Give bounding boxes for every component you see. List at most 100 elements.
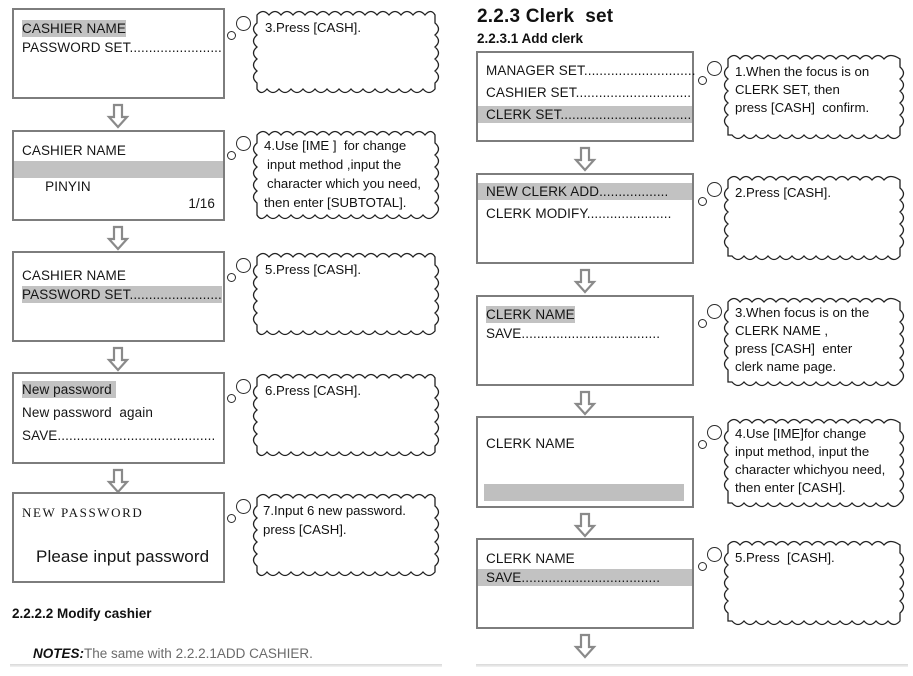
flow-arrow-down-icon <box>105 346 131 372</box>
callout-text-line: 3.When focus is on the <box>735 305 870 320</box>
page-title: 2.2.3 Clerk set <box>477 6 614 27</box>
lcd-screen-cashier-name-password-set: CASHIER NAME PASSWORD SET...............… <box>12 8 225 99</box>
callout-bubble-icon <box>723 418 905 508</box>
lcd-line: PASSWORD SET........................ <box>22 40 222 55</box>
callout-text-line: 2.Press [CASH]. <box>735 185 832 200</box>
lcd-screen-clerk-name-save-focused: CLERK NAME SAVE.........................… <box>476 538 694 629</box>
callout-pointer-dot-large <box>707 61 722 76</box>
callout-text-line: 1.When the focus is on <box>735 64 870 79</box>
callout-pointer-dot-small <box>698 440 707 449</box>
callout-text-line: 4.Use [IME]for change <box>735 426 867 441</box>
lcd-screen-manager-cashier-clerk-set: MANAGER SET.............................… <box>476 51 696 142</box>
callout-text-line: input method ,input the <box>267 157 402 172</box>
lcd-line: CLERK NAME <box>486 306 575 323</box>
lcd-line: NEW PASSWORD <box>22 505 144 520</box>
flow-arrow-down-icon <box>572 268 598 294</box>
flow-arrow-down-icon <box>572 146 598 172</box>
callout-text-line: CLERK NAME , <box>735 323 829 338</box>
callout-pointer-dot-small <box>698 76 707 85</box>
flow-arrow-down-icon <box>572 512 598 538</box>
callout-bubble-icon <box>723 297 905 387</box>
callout-step-3-right: 3.When focus is on the CLERK NAME , pres… <box>723 296 905 388</box>
lcd-line: PASSWORD SET........................ <box>22 286 222 303</box>
callout-pointer-dot-large <box>236 379 251 394</box>
lcd-line: SAVE....................................… <box>22 428 216 443</box>
callout-pointer-dot-large <box>236 136 251 151</box>
callout-pointer-dot-small <box>227 273 236 282</box>
callout-bubble-icon <box>723 175 905 261</box>
callout-text-line: 7.Input 6 new password. <box>263 503 406 518</box>
page-subtitle: 2.2.3.1 Add clerk <box>477 31 584 46</box>
lcd-line: CASHIER NAME <box>22 20 126 37</box>
lcd-line: MANAGER SET............................. <box>486 63 696 78</box>
callout-text-line: 6.Press [CASH]. <box>265 383 362 398</box>
callout-pointer-dot-large <box>236 258 251 273</box>
callout-bubble-icon <box>252 493 440 577</box>
callout-step-5: 5.Press [CASH]. <box>252 251 440 337</box>
lcd-line: CLERK SET...............................… <box>478 106 692 123</box>
callout-bubble-icon <box>252 373 440 457</box>
notes-text: The same with 2.2.2.1ADD CASHIER. <box>84 646 313 661</box>
callout-pointer-dot-large <box>707 182 722 197</box>
lcd-line-text: PINYIN <box>45 179 91 194</box>
callout-pointer-dot-small <box>698 319 707 328</box>
lcd-screen-new-password-save: New password New password again SAVE....… <box>12 372 225 464</box>
lcd-line: CLERK NAME <box>486 436 575 451</box>
callout-step-2: 2.Press [CASH]. <box>723 174 905 262</box>
callout-bubble-icon <box>252 130 440 220</box>
lcd-input-bar[interactable] <box>484 484 684 501</box>
lcd-line: CLERK MODIFY...................... <box>486 206 672 221</box>
lcd-screen-clerk-name-save: CLERK NAME SAVE.........................… <box>476 295 694 386</box>
flow-arrow-down-icon <box>105 468 131 494</box>
callout-pointer-dot-large <box>236 499 251 514</box>
lcd-line: New password again <box>22 405 153 420</box>
callout-text-line: press [CASH]. <box>263 522 347 537</box>
lcd-line: CLERK NAME <box>486 551 575 566</box>
lcd-line: SAVE.................................... <box>486 326 661 341</box>
callout-pointer-dot-small <box>698 197 707 206</box>
callout-pointer-dot-small <box>227 31 236 40</box>
callout-pointer-dot-small <box>698 562 707 571</box>
flow-arrow-down-icon <box>105 103 131 129</box>
callout-step-3: 3.Press [CASH]. <box>252 9 440 95</box>
callout-text-line: character which you need, <box>267 176 421 191</box>
callout-text-line: then enter [CASH]. <box>735 480 846 495</box>
callout-bubble-icon <box>723 540 905 626</box>
callout-text-line: 5.Press [CASH]. <box>265 262 362 277</box>
lcd-screen-clerk-name-input: CLERK NAME <box>476 416 694 508</box>
callout-bubble-icon <box>252 10 440 94</box>
lcd-line: NEW CLERK ADD.................. <box>478 183 692 200</box>
callout-pointer-dot-small <box>227 151 236 160</box>
callout-step-7: 7.Input 6 new password. press [CASH]. <box>252 492 440 578</box>
lcd-line: CASHIER NAME <box>22 143 126 158</box>
lcd-screen-password-set-focused: CASHIER NAME PASSWORD SET...............… <box>12 251 225 342</box>
lcd-line: PINYIN 1/16 <box>14 161 223 211</box>
footer-divider-left <box>10 664 442 667</box>
callout-text-line: then enter [SUBTOTAL]. <box>264 195 407 210</box>
flow-arrow-down-icon <box>572 633 598 659</box>
callout-bubble-icon <box>252 252 440 336</box>
lcd-line: CASHIER NAME <box>22 268 126 283</box>
callout-step-4: 4.Use [IME ] for change input method ,in… <box>252 129 440 221</box>
callout-text-line: 5.Press [CASH]. <box>735 550 835 565</box>
callout-text-line: CLERK SET, then <box>735 82 840 97</box>
flow-arrow-down-icon <box>572 390 598 416</box>
callout-text-line: input method, input the <box>735 444 870 459</box>
lcd-line: Please input password <box>36 547 210 566</box>
callout-step-6: 6.Press [CASH]. <box>252 372 440 458</box>
lcd-line: New password <box>22 381 116 398</box>
lcd-line: SAVE.................................... <box>478 569 692 586</box>
callout-pointer-dot-large <box>236 16 251 31</box>
callout-step-5-right: 5.Press [CASH]. <box>723 539 905 627</box>
callout-text-line: press [CASH] confirm. <box>735 100 870 115</box>
notes-label: NOTES: <box>33 646 85 661</box>
notes-section-title: 2.2.2.2 Modify cashier <box>12 606 152 621</box>
notes-body: NOTES:The same with 2.2.2.1ADD CASHIER. <box>18 631 313 676</box>
callout-pointer-dot-large <box>707 547 722 562</box>
callout-step-4-right: 4.Use [IME]for change input method, inpu… <box>723 417 905 509</box>
callout-pointer-dot-large <box>707 304 722 319</box>
callout-text-line: press [CASH] enter <box>735 341 853 356</box>
callout-pointer-dot-large <box>707 425 722 440</box>
lcd-line-counter: 1/16 <box>188 196 215 211</box>
